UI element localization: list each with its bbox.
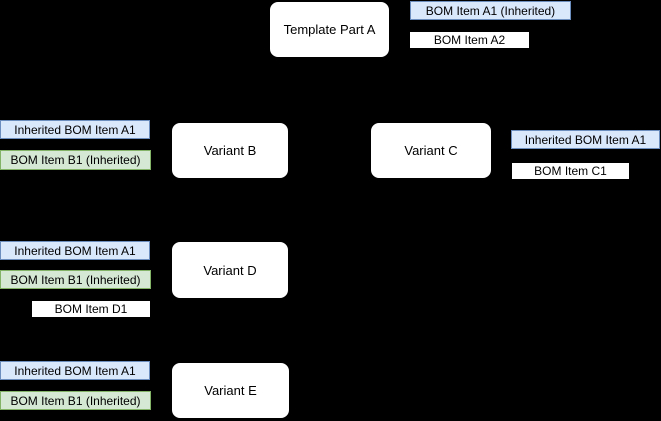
bom-label-a1-inherited: BOM Item A1 (Inherited) bbox=[410, 1, 571, 20]
bom-label-variant-b-inherited-a1: Inherited BOM Item A1 bbox=[0, 120, 150, 139]
node-variant-c: Variant C bbox=[370, 122, 492, 179]
node-template-part-a: Template Part A bbox=[269, 1, 390, 58]
node-variant-d: Variant D bbox=[171, 241, 289, 299]
bom-label-variant-d-b1-inherited: BOM Item B1 (Inherited) bbox=[0, 270, 151, 289]
bom-label-variant-d-inherited-a1: Inherited BOM Item A1 bbox=[0, 241, 150, 260]
bom-label-a2: BOM Item A2 bbox=[409, 31, 530, 49]
node-variant-e: Variant E bbox=[171, 362, 290, 419]
bom-label-variant-e-inherited-a1: Inherited BOM Item A1 bbox=[0, 361, 150, 380]
bom-label-variant-c-inherited-a1: Inherited BOM Item A1 bbox=[511, 130, 660, 149]
node-variant-b: Variant B bbox=[171, 122, 289, 179]
bom-label-variant-b-b1-inherited: BOM Item B1 (Inherited) bbox=[0, 150, 151, 170]
bom-label-d1: BOM Item D1 bbox=[31, 300, 151, 318]
bom-label-variant-e-b1-inherited: BOM Item B1 (Inherited) bbox=[0, 391, 151, 410]
bom-label-c1: BOM Item C1 bbox=[511, 162, 630, 180]
